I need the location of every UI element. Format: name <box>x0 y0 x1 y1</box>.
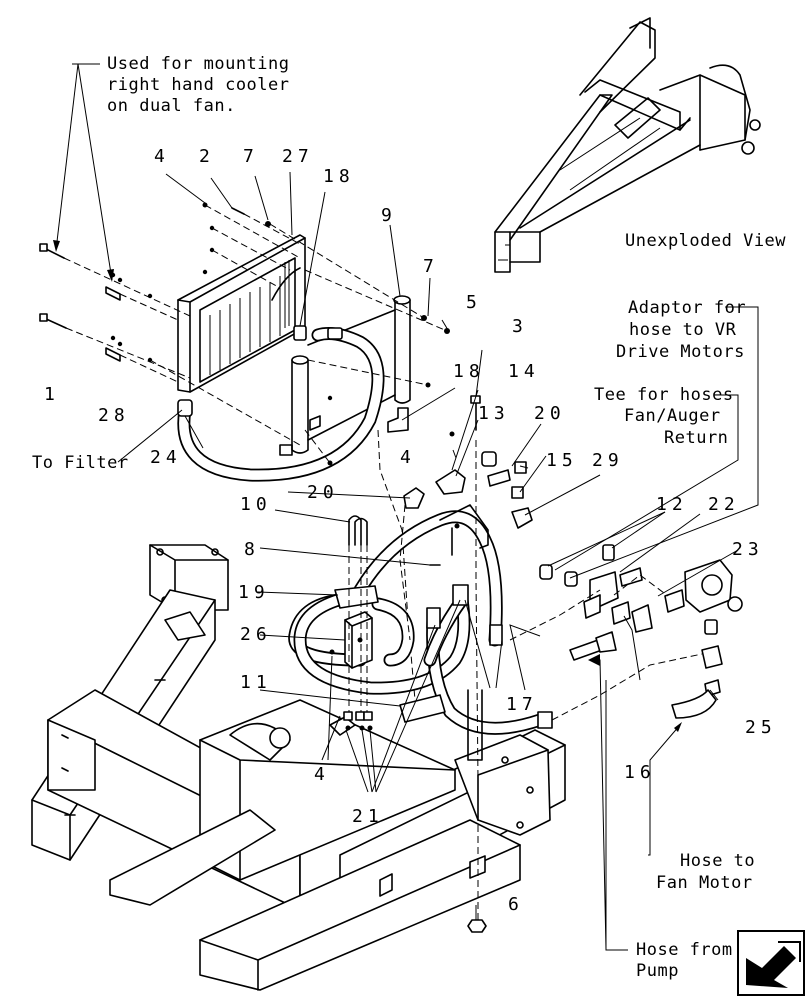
callout-20: 20 <box>307 482 339 503</box>
callout-23: 23 <box>732 539 764 560</box>
callout-20: 20 <box>534 403 566 424</box>
mounting-note-line-1: Used for mounting <box>107 54 290 74</box>
callout-22: 22 <box>708 494 740 515</box>
callout-18: 18 <box>323 166 355 187</box>
callout-26: 26 <box>240 624 272 645</box>
callout-16: 16 <box>624 762 656 783</box>
tee-note-line-1: Tee for hoses <box>594 385 734 405</box>
motor-fittings <box>509 544 743 721</box>
unexploded-view-label: Unexploded View <box>625 231 786 251</box>
unexploded-view-illustration <box>494 17 761 273</box>
callout-13: 13 <box>478 403 510 424</box>
adaptor-note-line-3: Drive Motors <box>616 342 745 362</box>
callout-21: 21 <box>352 806 384 827</box>
callout-5: 5 <box>466 292 482 313</box>
hose-fan-line-2: Fan Motor <box>656 873 753 893</box>
callout-7: 7 <box>423 256 439 277</box>
callout-12: 12 <box>656 494 688 515</box>
callout-25: 25 <box>745 717 777 738</box>
hose-fan-line-1: Hose to <box>680 851 755 871</box>
callout-4: 4 <box>154 146 170 167</box>
hose-pump-line-2: Pump <box>636 961 679 981</box>
callout-10: 10 <box>240 494 272 515</box>
callout-4: 4 <box>314 764 330 785</box>
callout-6: 6 <box>508 894 524 915</box>
callout-11: 11 <box>240 672 272 693</box>
callout-8: 8 <box>244 539 260 560</box>
callout-numbers: 4 2 7 27 18 9 7 5 3 1 28 18 14 13 20 4 2… <box>44 146 777 915</box>
callout-7: 7 <box>243 146 259 167</box>
callout-15: 15 <box>546 450 578 471</box>
next-page-arrow-icon[interactable] <box>737 930 805 996</box>
annotation-notes: Used for mounting right hand cooler on d… <box>32 54 786 981</box>
hose-pump-line-1: Hose from <box>636 940 733 960</box>
callout-29: 29 <box>592 450 624 471</box>
mounting-note-line-3: on dual fan. <box>107 96 236 116</box>
adaptor-note-line-1: Adaptor for <box>628 298 746 318</box>
to-filter-label: To Filter <box>32 453 129 473</box>
callout-18: 18 <box>453 361 485 382</box>
callout-27: 27 <box>282 146 314 167</box>
callout-14: 14 <box>508 361 540 382</box>
explode-lines-cooler <box>63 204 448 701</box>
mounting-note-line-2: right hand cooler <box>107 75 290 95</box>
callout-17: 17 <box>506 694 538 715</box>
oil-cooler-assembly <box>177 234 411 482</box>
callout-3: 3 <box>512 316 528 337</box>
callout-4: 4 <box>400 447 416 468</box>
tee-note-line-2: Fan/Auger <box>624 406 721 426</box>
callout-1: 1 <box>44 384 60 405</box>
explode-lines-frame <box>329 440 487 933</box>
adaptor-note-line-2: hose to VR <box>629 320 737 340</box>
leader-lines <box>53 63 759 951</box>
tee-note-line-3: Return <box>664 428 728 448</box>
trailer-frame <box>31 544 566 991</box>
callout-28: 28 <box>98 405 130 426</box>
callout-2: 2 <box>199 146 215 167</box>
callout-24: 24 <box>150 447 182 468</box>
callout-9: 9 <box>381 205 397 226</box>
callout-19: 19 <box>238 582 270 603</box>
hydraulic-hoses <box>288 451 553 735</box>
